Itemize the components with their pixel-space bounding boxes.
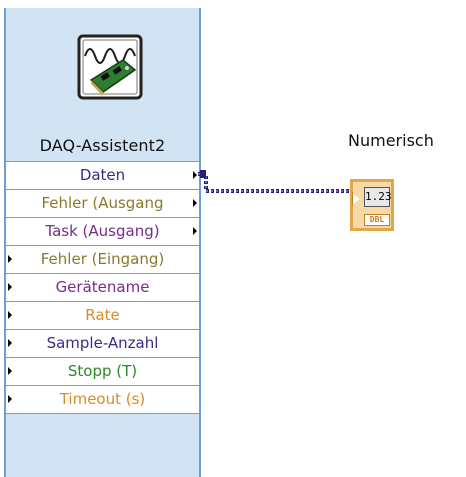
terminal-label: Gerätename [55,278,150,296]
terminal-row[interactable]: Fehler (Ausgang [6,190,199,218]
input-terminal-arrow-icon [8,283,12,291]
output-terminal-arrow-icon [193,171,197,179]
numeric-indicator[interactable]: 1.23 DBL [350,179,394,231]
input-terminal-arrow-icon [8,395,12,403]
terminal-label: Rate [85,306,120,324]
terminal-row[interactable]: Sample-Anzahl [6,330,199,358]
output-terminal-arrow-icon [193,227,197,235]
terminal-label: Sample-Anzahl [46,334,159,352]
terminal-label: Stopp (T) [67,362,138,380]
terminal-row[interactable]: Task (Ausgang) [6,218,199,246]
input-terminal-arrow-icon [8,367,12,375]
daq-assistant-icon [77,34,143,100]
terminal-row[interactable]: Daten [6,162,199,190]
title-divider [6,161,199,162]
output-terminal-arrow-icon [193,199,197,207]
terminal-label: Timeout (s) [59,390,146,408]
input-terminal-arrow-icon [8,339,12,347]
input-terminal-arrow-icon [8,255,12,263]
data-type-badge: DBL [364,214,390,226]
terminal-row[interactable]: Rate [6,302,199,330]
terminal-row[interactable]: Gerätename [6,274,199,302]
input-arrow-fill [353,193,360,205]
terminal-row[interactable]: Timeout (s) [6,386,199,414]
terminal-label: Fehler (Ausgang [41,194,164,212]
terminal-row[interactable]: Stopp (T) [6,358,199,386]
terminal-label: Fehler (Eingang) [40,250,165,268]
terminal-label: Task (Ausgang) [45,222,160,240]
vi-title: DAQ-Assistent2 [39,136,166,155]
terminal-label: Daten [79,166,126,184]
input-terminal-arrow-icon [8,311,12,319]
indicator-display: 1.23 [364,187,392,207]
terminal-row[interactable]: Fehler (Eingang) [6,246,199,274]
indicator-label: Numerisch [348,131,434,150]
